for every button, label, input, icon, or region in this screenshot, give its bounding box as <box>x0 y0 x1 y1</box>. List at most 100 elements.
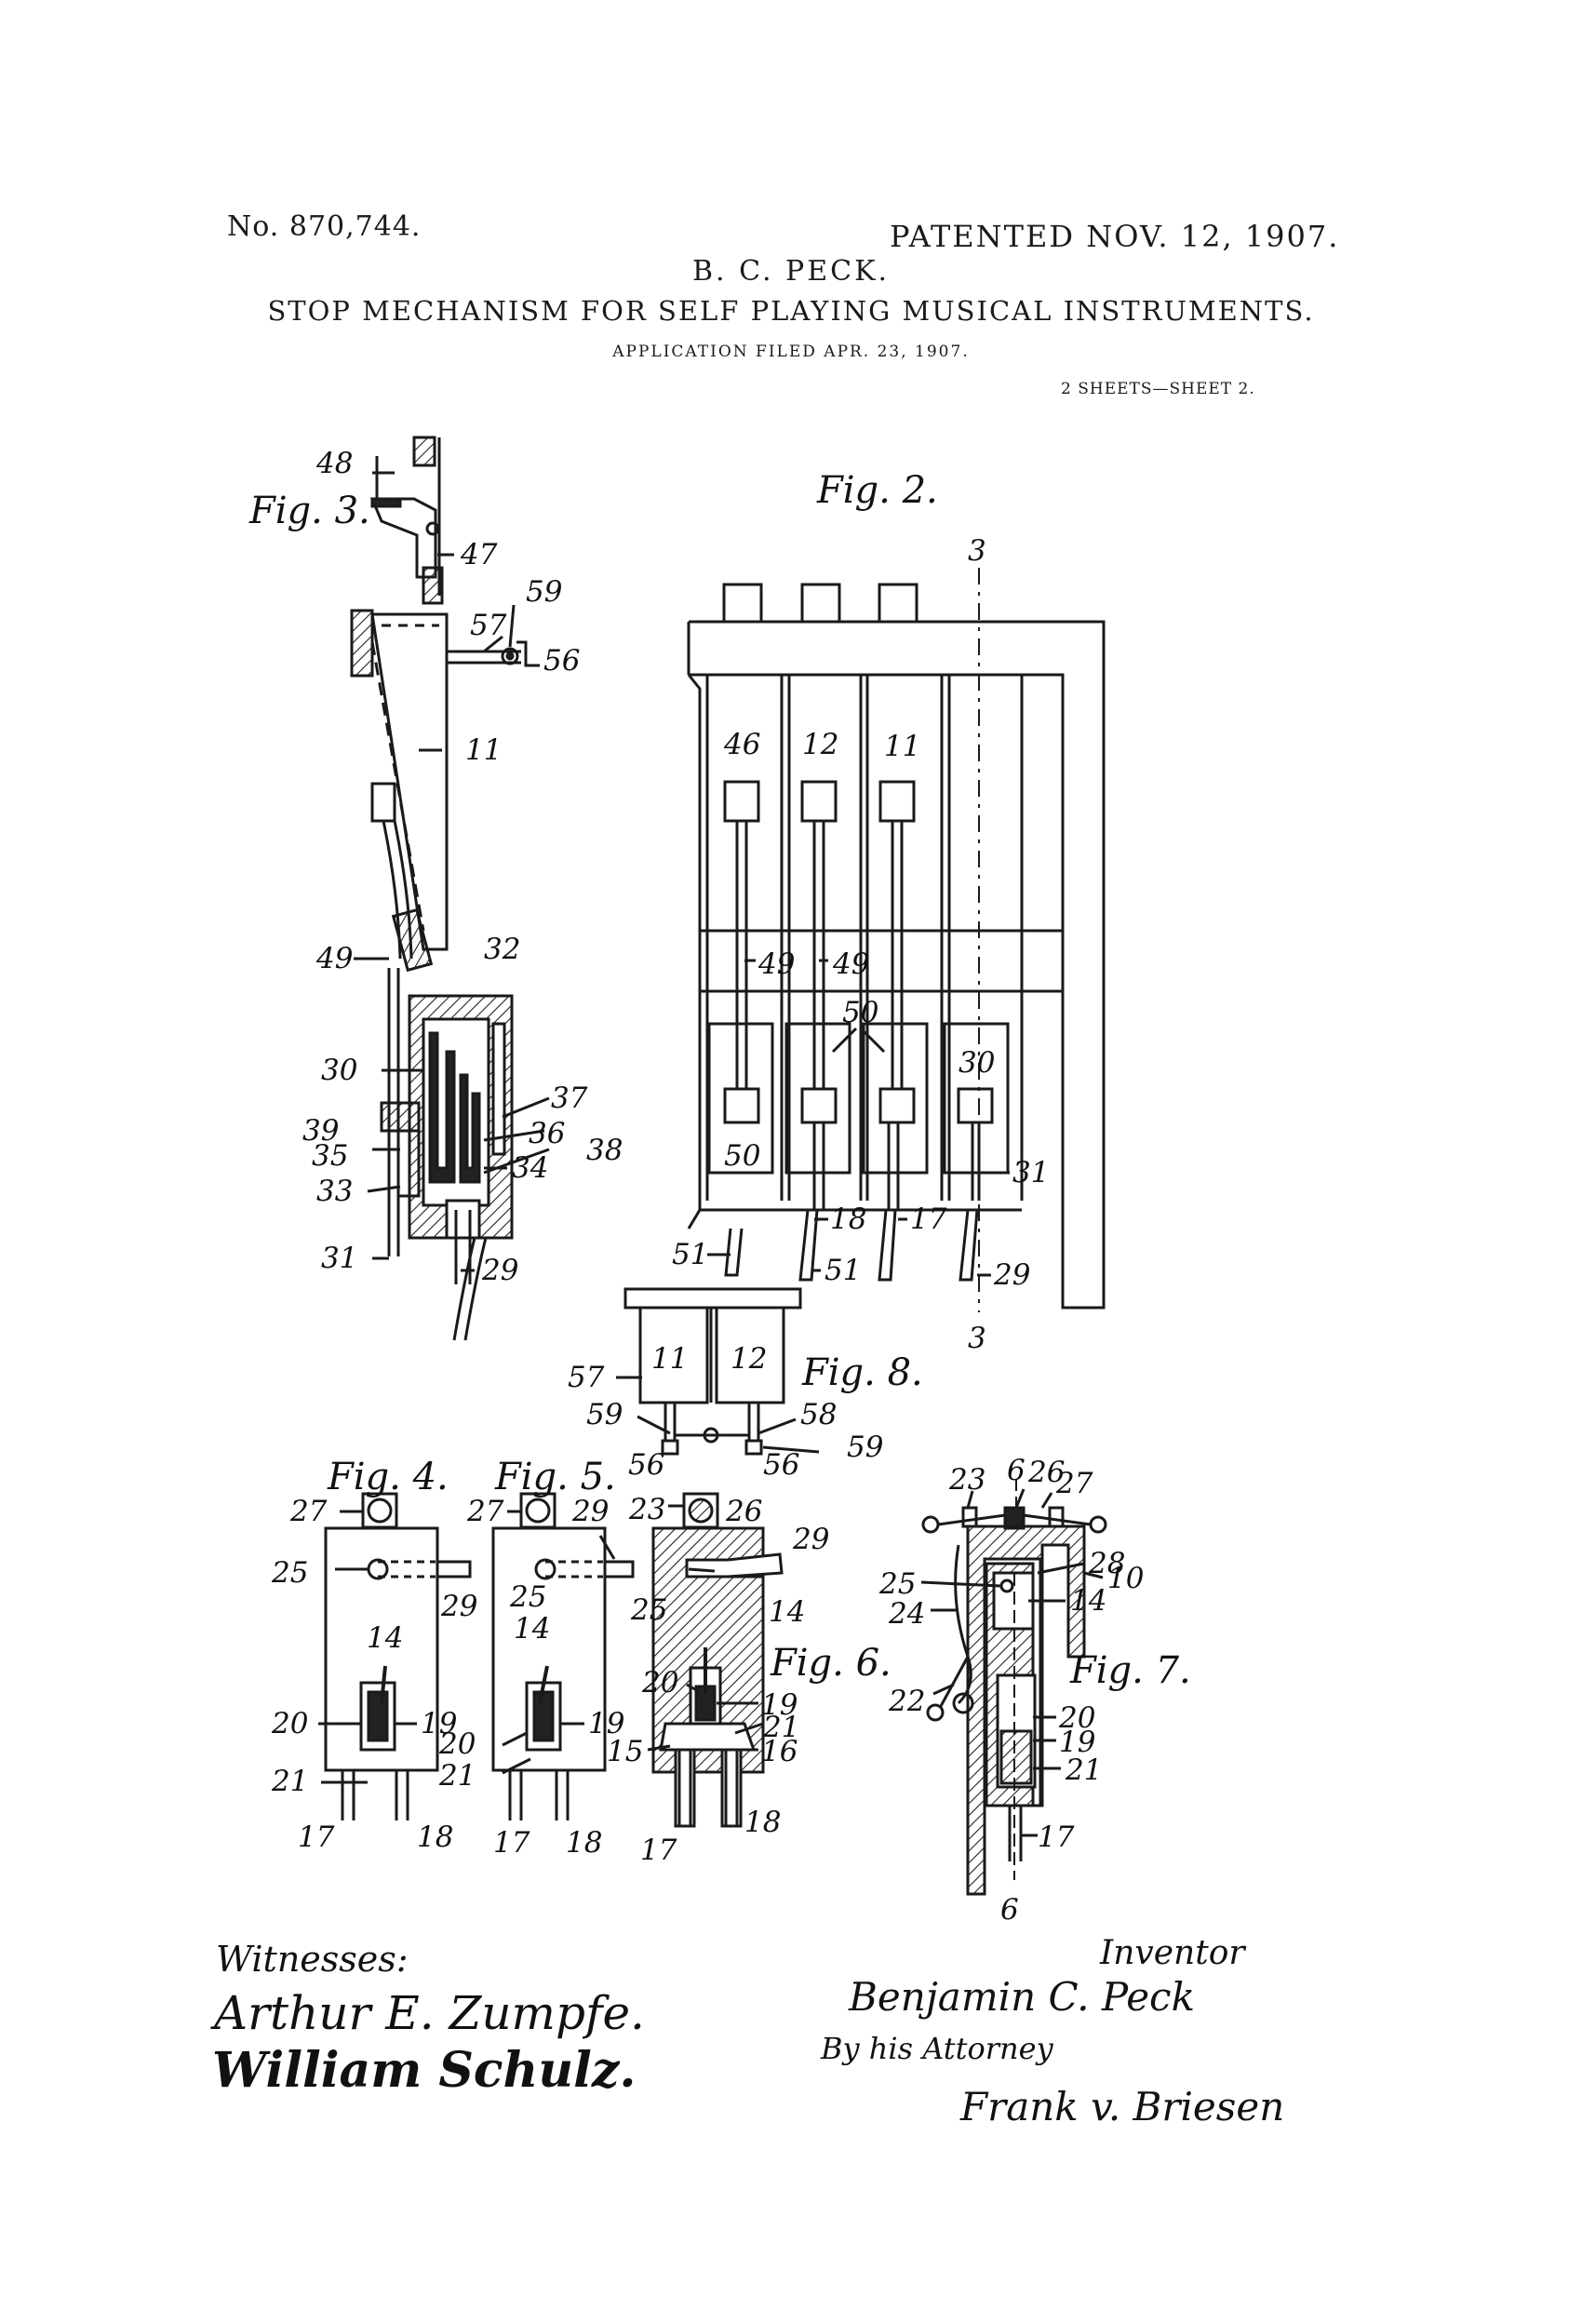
fig3-ref-39: 39 <box>302 1114 339 1148</box>
fig3-ref-34: 34 <box>512 1151 548 1185</box>
fig2-ref-31: 31 <box>1012 1156 1049 1189</box>
fig7-ref-25: 25 <box>878 1567 916 1601</box>
fig4-ref-27: 27 <box>289 1495 328 1528</box>
fig8-ref-58: 58 <box>800 1398 837 1431</box>
attorney-signature: Frank v. Briesen <box>959 2084 1284 2129</box>
fig4-ref-25: 25 <box>271 1556 308 1590</box>
fig2-section-bottom: 3 <box>968 1322 986 1355</box>
fig6-ref-15: 15 <box>607 1735 643 1768</box>
fig4-ref-18: 18 <box>417 1820 453 1854</box>
fig2-ref-11: 11 <box>884 730 920 763</box>
fig2-ref-51a: 51 <box>672 1238 708 1271</box>
fig4-ref-20: 20 <box>271 1707 308 1740</box>
fig7-ref-22: 22 <box>888 1685 925 1718</box>
fig4-ref-17: 17 <box>298 1820 335 1854</box>
figure-7 <box>920 1480 1107 1896</box>
fig4-ref-21: 21 <box>271 1765 308 1798</box>
fig7-label: Fig. 7. <box>1069 1649 1191 1692</box>
fig3-ref-30: 30 <box>321 1054 357 1087</box>
fig3-ref-48: 48 <box>315 447 353 480</box>
figure-8 <box>616 1287 820 1456</box>
fig3-ref-59: 59 <box>526 575 562 609</box>
fig2-refs: 3 3 46 12 11 49 49 50 30 50 31 18 17 51 … <box>672 534 1049 1355</box>
fig3-ref-56: 56 <box>543 644 580 678</box>
fig7-ref-14: 14 <box>1070 1584 1106 1618</box>
fig6-ref-19: 19 <box>761 1688 798 1722</box>
inventor-label: Inventor <box>1099 1934 1246 1972</box>
fig4-ref-29: 29 <box>440 1590 477 1623</box>
fig7-ref-21: 21 <box>1065 1753 1102 1787</box>
fig8-refs: 11 12 57 59 58 59 56 56 <box>568 1342 883 1482</box>
fig6-ref-23: 23 <box>628 1493 665 1526</box>
fig6-ref-16: 16 <box>761 1735 798 1768</box>
fig6-ref-25: 25 <box>630 1593 667 1627</box>
fig7-ref-24: 24 <box>888 1597 925 1631</box>
fig3-ref-29: 29 <box>481 1254 518 1287</box>
fig4-ref-14: 14 <box>367 1621 403 1655</box>
fig4-refs: 27 25 29 14 20 19 21 17 18 <box>271 1495 477 1854</box>
inventor-name: B. C. PECK. <box>691 255 891 288</box>
fig7-refs: 26 6 23 27 25 28 10 24 14 22 20 19 21 17… <box>878 1454 1144 1927</box>
fig7-ref-27: 27 <box>1055 1467 1093 1500</box>
fig8-ref-56a: 56 <box>628 1448 664 1482</box>
fig5-refs: 27 29 25 14 19 20 21 17 18 <box>438 1495 624 1860</box>
witness-2-signature: William Schulz. <box>212 2042 637 2099</box>
fig6-refs: 23 26 29 25 14 20 19 21 15 16 17 18 <box>607 1493 829 1867</box>
fig6-ref-17: 17 <box>640 1834 677 1867</box>
fig7-ref-10: 10 <box>1107 1562 1144 1595</box>
fig6-ref-14: 14 <box>769 1595 805 1629</box>
figure-6 <box>647 1492 784 1828</box>
fig4-ref-19: 19 <box>421 1707 457 1740</box>
fig2-ref-51b: 51 <box>825 1254 861 1287</box>
patent-number: No. 870,744. <box>227 210 422 243</box>
fig5-label: Fig. 5. <box>494 1456 616 1498</box>
fig2-ref-50: 50 <box>842 996 878 1029</box>
fig3-ref-49: 49 <box>315 942 353 975</box>
fig6-ref-29: 29 <box>792 1523 829 1556</box>
fig8-ref-57: 57 <box>568 1361 605 1394</box>
figure-2 <box>687 568 1106 1312</box>
fig5-ref-17: 17 <box>493 1826 530 1860</box>
fig4-label: Fig. 4. <box>327 1456 449 1498</box>
fig2-ref-17: 17 <box>910 1202 947 1236</box>
fig5-ref-27: 27 <box>466 1495 504 1528</box>
attorney-label: By his Attorney <box>820 2031 1054 2066</box>
fig8-ref-11: 11 <box>651 1342 688 1376</box>
fig3-ref-47: 47 <box>460 538 498 571</box>
fig7-ref-17: 17 <box>1038 1820 1075 1854</box>
fig3-ref-37: 37 <box>551 1081 588 1115</box>
fig6-ref-20: 20 <box>641 1666 678 1699</box>
fig3-ref-57: 57 <box>470 609 507 642</box>
fig6-label: Fig. 6. <box>770 1642 892 1685</box>
fig5-ref-29: 29 <box>571 1495 609 1528</box>
fig2-ref-29: 29 <box>993 1258 1030 1292</box>
fig3-ref-35: 35 <box>312 1139 348 1173</box>
figure-3 <box>350 436 550 1341</box>
fig3-ref-32: 32 <box>484 933 520 966</box>
fig7-section-top: 6 <box>1007 1454 1026 1487</box>
fig2-ref-46: 46 <box>723 728 760 761</box>
fig8-label: Fig. 8. <box>801 1351 923 1394</box>
sheet-number: 2 SHEETS—SHEET 2. <box>1061 380 1255 398</box>
fig3-ref-36: 36 <box>529 1117 565 1150</box>
fig2-label: Fig. 2. <box>816 469 938 512</box>
fig2-ref-18: 18 <box>830 1202 866 1236</box>
fig7-ref-23: 23 <box>948 1463 985 1497</box>
witness-1-signature: Arthur E. Zumpfe. <box>210 1986 645 2040</box>
fig2-ref-12: 12 <box>802 728 838 761</box>
inventor-signature: Benjamin C. Peck <box>848 1974 1195 2020</box>
fig8-ref-59a: 59 <box>586 1398 623 1431</box>
fig5-ref-25: 25 <box>509 1580 546 1614</box>
patent-date: PATENTED NOV. 12, 1907. <box>890 219 1340 254</box>
patent-title: STOP MECHANISM FOR SELF PLAYING MUSICAL … <box>267 295 1315 327</box>
fig8-ref-56b: 56 <box>763 1448 799 1482</box>
fig5-ref-21: 21 <box>438 1759 476 1793</box>
witnesses-label: Witnesses: <box>216 1939 409 1980</box>
fig2-ref-49b: 49 <box>832 947 869 981</box>
fig6-ref-26: 26 <box>725 1495 762 1528</box>
fig5-ref-18: 18 <box>566 1826 602 1860</box>
fig8-ref-59b: 59 <box>847 1431 883 1464</box>
application-date: APPLICATION FILED APR. 23, 1907. <box>612 343 970 361</box>
signature-block: Witnesses: Arthur E. Zumpfe. William Sch… <box>210 1934 1284 2129</box>
